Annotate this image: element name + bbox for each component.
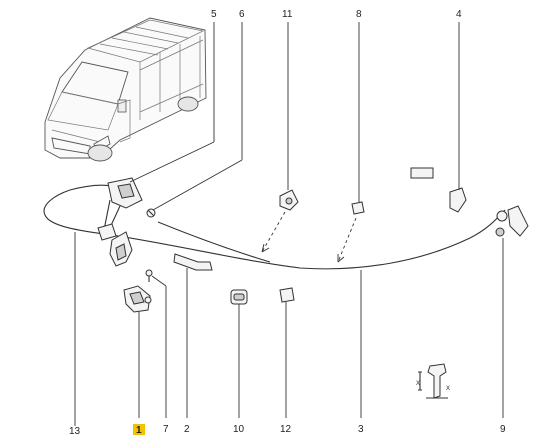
lever-part (410, 167, 467, 213)
callout-1-highlight (133, 424, 145, 435)
callout-12: 12 (280, 424, 292, 435)
callout-7: 7 (163, 424, 169, 435)
bracket-part (173, 253, 213, 271)
grommet-part (351, 201, 365, 215)
van-illustration-icon (44, 17, 207, 162)
release-handle-part (109, 231, 133, 267)
callout-10: 10 (233, 424, 245, 435)
callout-6: 6 (239, 9, 245, 20)
callout-4: 4 (456, 9, 462, 20)
callout-13: 13 (69, 426, 81, 435)
bolt-part (146, 208, 156, 218)
release-cable-main (43, 189, 506, 270)
screw-part (145, 269, 153, 282)
latch-part (123, 285, 152, 313)
callout-8: 8 (356, 9, 362, 20)
clip-small-part (279, 287, 295, 303)
cable-clip-part (279, 189, 299, 211)
svg-text:X: X (446, 386, 450, 392)
cable-end-part (495, 205, 529, 237)
release-cable-secondary (69, 184, 113, 191)
torque-spec-icon: X X (416, 363, 450, 399)
bonnet-lock-assembly (97, 177, 143, 241)
callout-5: 5 (211, 9, 217, 20)
callout-2: 2 (184, 424, 190, 435)
callout-9: 9 (500, 424, 506, 435)
grommet-large-part (230, 289, 248, 305)
callout-1: 1 (136, 425, 142, 435)
svg-text:X: X (416, 381, 420, 387)
callout-11: 11 (282, 9, 293, 20)
callout-3: 3 (358, 424, 364, 435)
